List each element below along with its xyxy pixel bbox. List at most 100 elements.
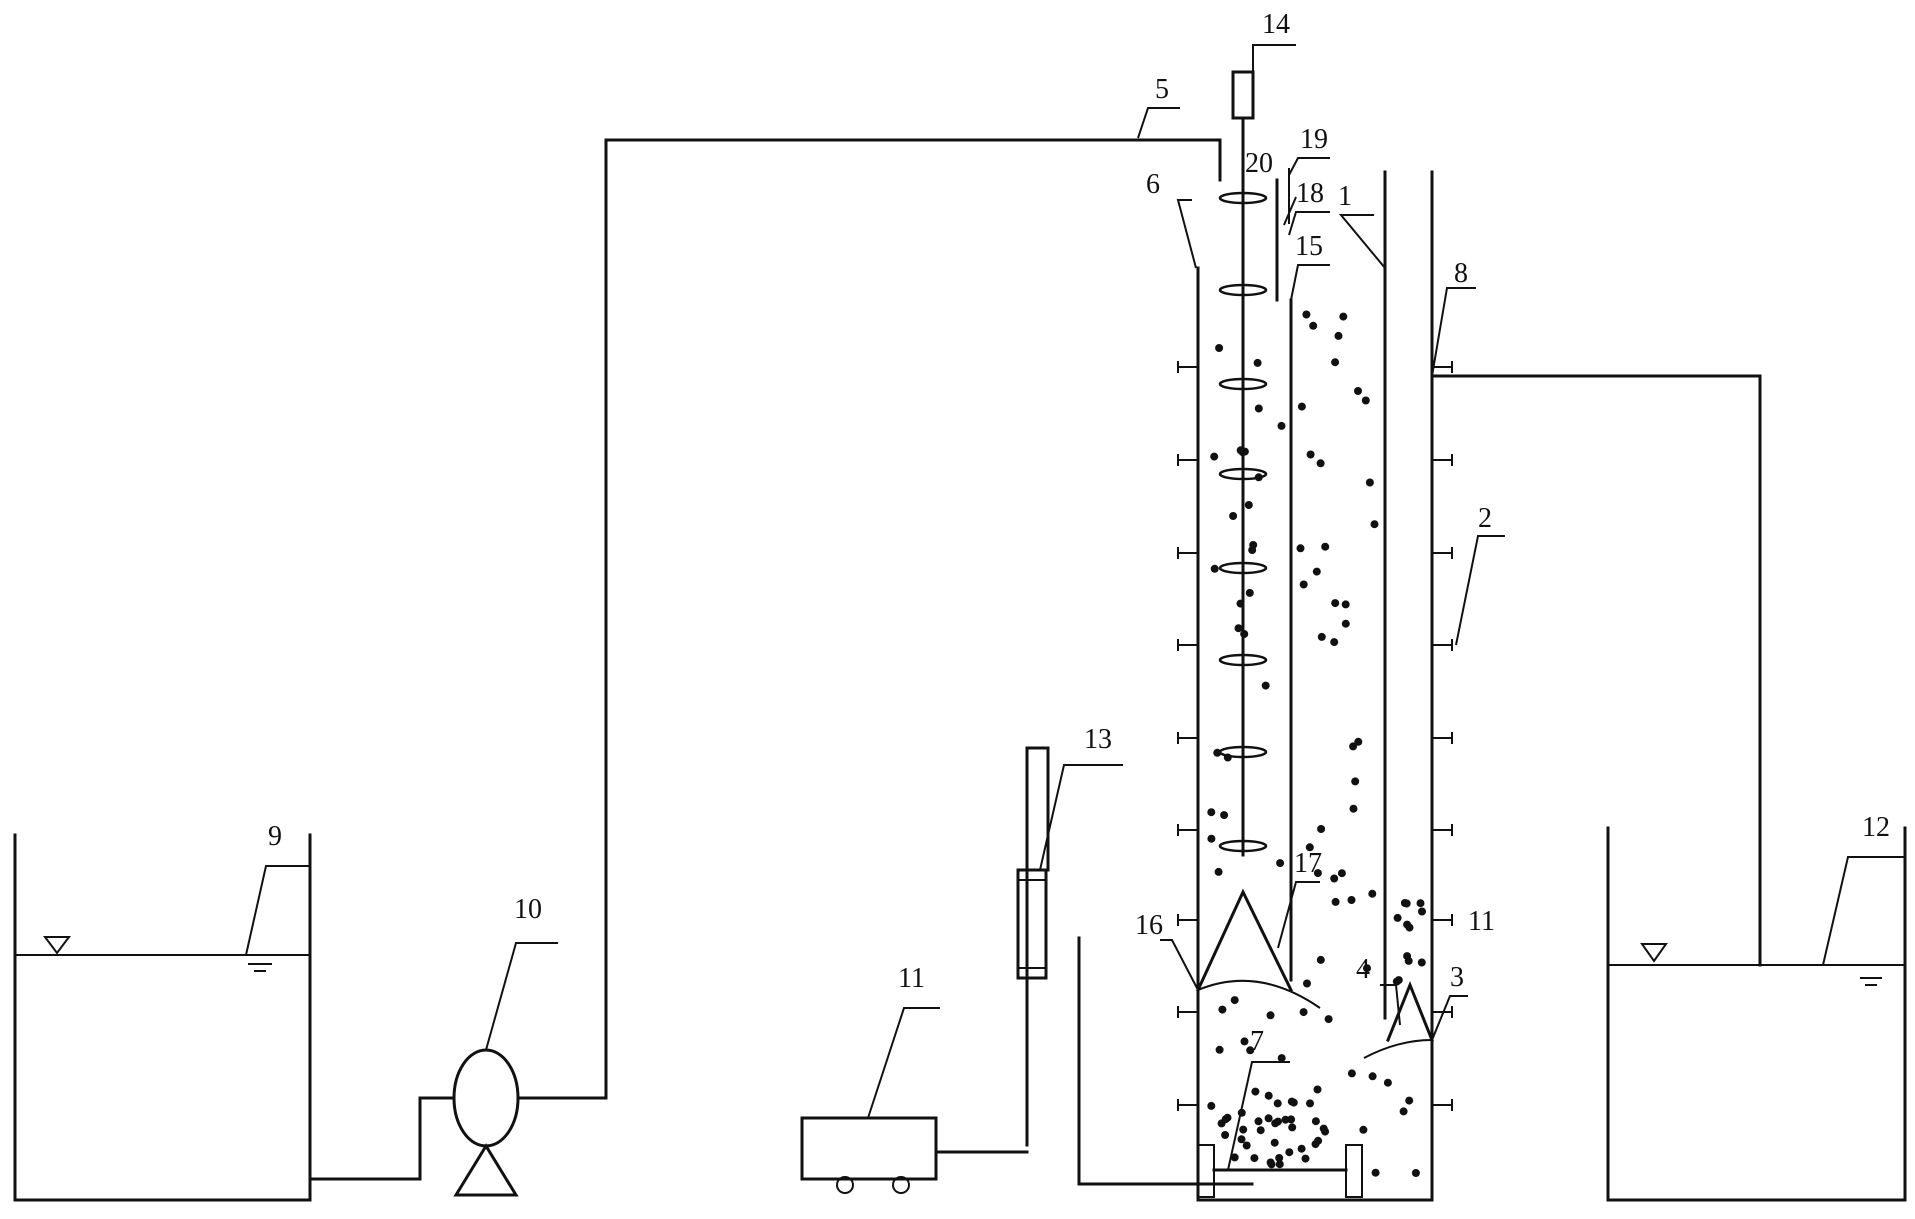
particle <box>1270 1138 1279 1147</box>
particle <box>1393 913 1402 922</box>
particle <box>1210 564 1219 573</box>
particle <box>1321 542 1330 551</box>
sampling-ports <box>1177 361 1453 1111</box>
media-particles <box>1207 310 1426 1177</box>
particle <box>1299 1008 1308 1017</box>
part-labels: 1 2 3 4 5 6 7 8 9 10 11 11 12 13 14 15 1… <box>268 9 1890 1057</box>
particle <box>1285 1148 1294 1157</box>
particle <box>1240 630 1249 638</box>
label-11-compressor: 11 <box>898 963 925 994</box>
stirrer-blade <box>1218 839 1268 853</box>
particle <box>1254 1117 1263 1126</box>
particle <box>1312 567 1321 576</box>
particle <box>1281 1115 1290 1124</box>
particle <box>1275 1154 1284 1162</box>
particle <box>1245 588 1254 597</box>
particle <box>1254 473 1263 482</box>
particle <box>1316 955 1325 964</box>
particle <box>1341 619 1350 628</box>
settling-cones <box>1196 888 1434 1059</box>
effluent-tank <box>1606 826 1907 1202</box>
particle <box>1275 1160 1284 1169</box>
particle <box>1215 1045 1224 1054</box>
particle <box>1317 632 1326 641</box>
label-3: 3 <box>1450 962 1464 993</box>
particle <box>1221 1115 1230 1124</box>
feed-tank <box>13 833 312 1202</box>
particle <box>1319 1124 1328 1133</box>
particle <box>1277 421 1286 430</box>
particle <box>1349 742 1358 751</box>
particle <box>1405 1096 1414 1105</box>
particle <box>1354 387 1362 395</box>
leader-lines <box>245 44 1905 1171</box>
particle <box>1207 1101 1216 1110</box>
particle <box>1238 448 1247 457</box>
particle <box>1334 331 1343 340</box>
particle <box>1230 1153 1239 1162</box>
stirrer-blade <box>1218 561 1268 575</box>
particle <box>1244 501 1253 509</box>
particle <box>1331 599 1340 608</box>
reactor-column <box>1196 168 1434 1202</box>
label-19: 19 <box>1300 124 1328 155</box>
particle <box>1237 1135 1246 1144</box>
particle <box>1402 899 1411 908</box>
particle <box>1213 748 1222 757</box>
particle <box>1317 825 1326 833</box>
particle <box>1418 907 1426 916</box>
particle <box>1351 777 1360 786</box>
particle <box>1324 1015 1333 1024</box>
particle <box>1271 1119 1280 1128</box>
flowmeter <box>1016 868 1048 980</box>
stirrer-blade <box>1218 283 1268 297</box>
particle <box>1339 312 1348 321</box>
particle <box>1306 450 1315 459</box>
particle <box>1220 811 1229 820</box>
particle <box>1311 1140 1320 1149</box>
label-20: 20 <box>1245 148 1273 179</box>
particle <box>1296 544 1305 553</box>
particle <box>1399 1107 1408 1116</box>
particle <box>1266 1011 1275 1020</box>
particle <box>1242 1141 1251 1150</box>
particle <box>1214 867 1223 876</box>
label-15: 15 <box>1295 231 1323 262</box>
air-compressor <box>800 1116 938 1194</box>
particle <box>1207 808 1216 817</box>
particle <box>1277 1054 1286 1063</box>
pump <box>452 1048 520 1197</box>
particle <box>1331 897 1340 906</box>
particle <box>1234 624 1243 633</box>
particle <box>1207 834 1216 843</box>
particle <box>1417 958 1426 967</box>
particle <box>1371 1168 1380 1177</box>
particle <box>1264 1091 1273 1100</box>
particle <box>1250 1154 1259 1163</box>
particle <box>1297 402 1306 411</box>
stirrer-blade <box>1218 377 1268 391</box>
particle <box>1337 869 1346 878</box>
particle <box>1316 459 1325 468</box>
stirrer-blade <box>1218 467 1268 481</box>
particle <box>1276 859 1285 868</box>
particle <box>1349 804 1358 813</box>
particle <box>1267 1160 1276 1169</box>
particle <box>1368 889 1377 898</box>
stirrer <box>1218 70 1268 857</box>
label-16: 16 <box>1135 910 1163 941</box>
particle <box>1347 1069 1356 1078</box>
label-17: 17 <box>1294 848 1322 879</box>
particle <box>1404 956 1413 965</box>
particle <box>1251 1087 1260 1096</box>
particle <box>1383 1078 1392 1087</box>
particle <box>1215 344 1224 352</box>
stirrer-blade <box>1218 653 1268 667</box>
label-12: 12 <box>1862 812 1890 843</box>
particle <box>1210 452 1219 461</box>
particle <box>1305 843 1314 852</box>
particle <box>1229 512 1238 520</box>
particle <box>1299 580 1308 589</box>
particle <box>1306 1099 1314 1108</box>
particle <box>1403 920 1412 929</box>
